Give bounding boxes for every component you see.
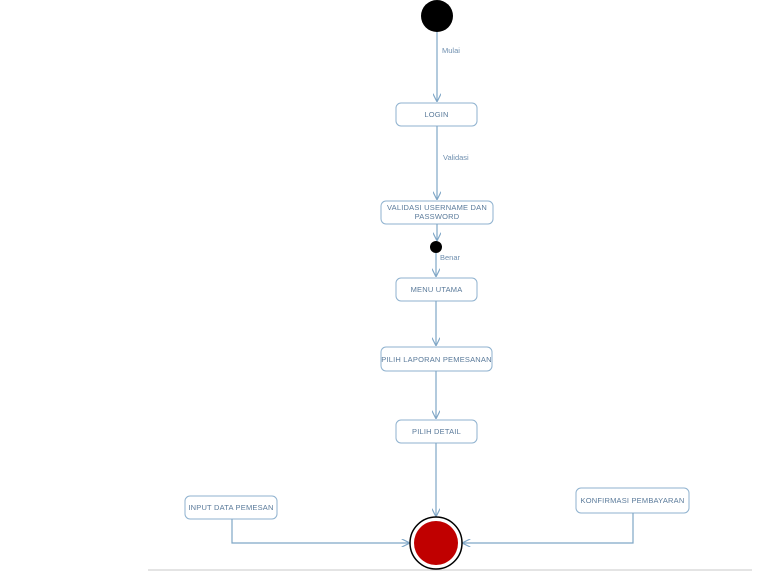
node-input-data: INPUT DATA PEMESAN: [184, 495, 278, 520]
node-konfirmasi-label: KONFIRMASI PEMBAYARAN: [581, 496, 685, 505]
node-pilih-detail: PILIH DETAIL: [395, 419, 478, 444]
node-pilih-laporan-label: PILIH LAPORAN PEMESANAN: [381, 355, 491, 364]
node-login: LOGIN: [395, 102, 478, 127]
edge-input-end: [231, 519, 409, 543]
edge-label-validasi: Validasi: [443, 153, 469, 162]
edge-label-benar: Benar: [440, 253, 461, 262]
edge-label-mulai: Mulai: [442, 46, 460, 55]
junction-node: [430, 241, 442, 253]
node-menu-utama: MENU UTAMA: [395, 277, 478, 302]
node-pilih-detail-label: PILIH DETAIL: [412, 427, 461, 436]
edge-konfirmasi-end: [463, 513, 634, 543]
node-login-label: LOGIN: [424, 110, 448, 119]
node-validasi: VALIDASI USERNAME DAN PASSWORD: [380, 200, 494, 225]
end-node: [409, 516, 463, 570]
node-validasi-label-2: PASSWORD: [415, 212, 460, 221]
node-konfirmasi: KONFIRMASI PEMBAYARAN: [575, 487, 690, 514]
start-node: [421, 0, 453, 32]
node-input-data-label: INPUT DATA PEMESAN: [188, 503, 273, 512]
node-validasi-label-1: VALIDASI USERNAME DAN: [387, 203, 487, 212]
node-pilih-laporan: PILIH LAPORAN PEMESANAN: [380, 346, 493, 372]
node-menu-utama-label: MENU UTAMA: [411, 285, 463, 294]
